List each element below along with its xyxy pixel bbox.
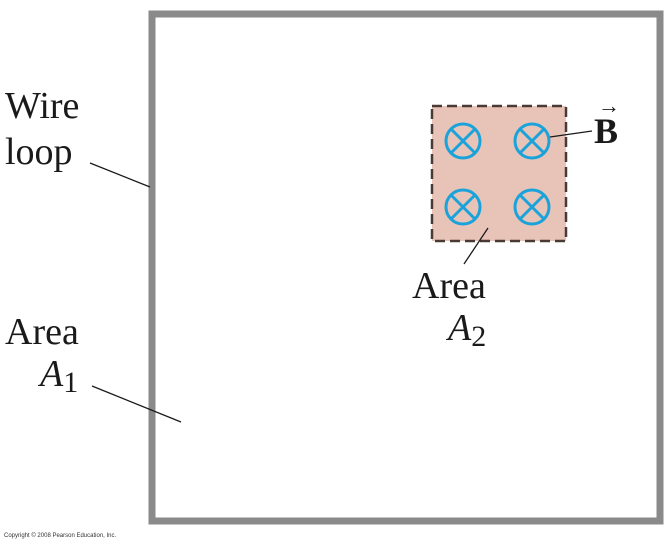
field-arrow-icon: →	[598, 93, 620, 118]
wire-loop-label-line1: Wire	[5, 85, 79, 127]
wire-loop-label-line2: loop	[5, 131, 73, 173]
field-into-page-icon-top-right	[513, 122, 551, 160]
area1-subscript: 1	[63, 366, 78, 399]
field-symbols-group	[444, 122, 551, 226]
area2-label-word: Area	[412, 265, 486, 307]
field-into-page-icon-top-left	[444, 122, 482, 160]
area1-label-word: Area	[5, 311, 79, 353]
field-label: B	[594, 111, 618, 151]
field-into-page-icon-bottom-right	[513, 188, 551, 226]
wire-loop	[148, 10, 664, 525]
area1-leader-line	[91, 385, 182, 423]
field-into-page-icon-bottom-left	[444, 188, 482, 226]
wire-loop-leader-line	[89, 162, 151, 188]
area2-subscript: 2	[471, 320, 486, 353]
copyright-text: Copyright © 2008 Pearson Education, Inc.	[4, 532, 116, 539]
area2-label-symbol: A2	[445, 307, 486, 353]
area1-symbol: A	[37, 353, 64, 395]
area2-symbol: A	[445, 307, 472, 349]
field-leader-line	[549, 130, 593, 138]
area2-leader-line	[463, 227, 489, 265]
area1-label-symbol: A1	[37, 353, 78, 399]
